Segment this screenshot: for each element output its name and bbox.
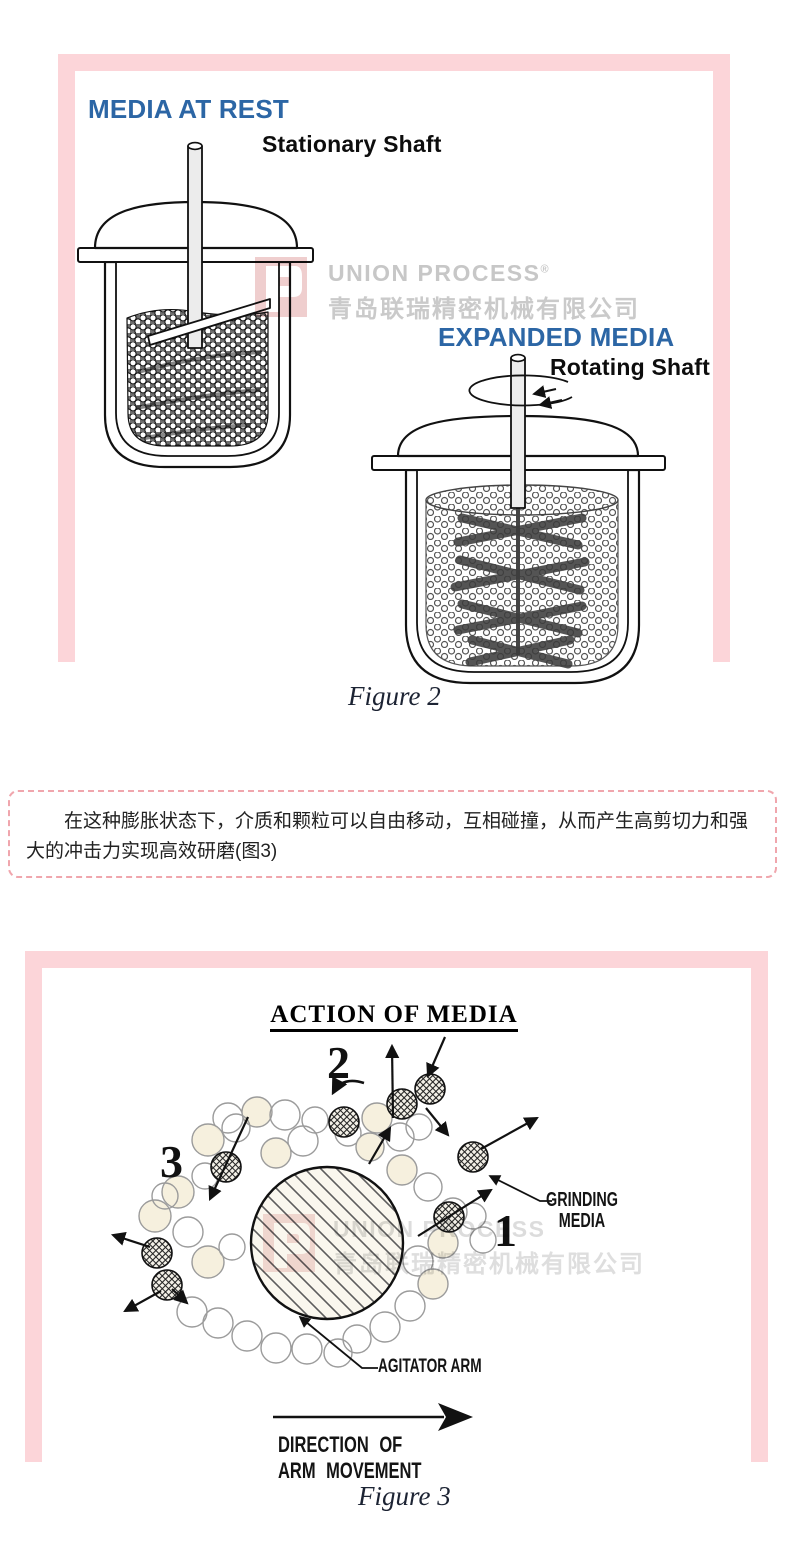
note-box: 在这种膨胀状态下，介质和颗粒可以自由移动，互相碰撞，从而产生高剪切力和强大的冲击…: [8, 790, 777, 878]
expanded-media-heading: EXPANDED MEDIA: [438, 322, 675, 352]
direction-label-line1: DIRECTION OF: [278, 1432, 403, 1457]
agitator-arm-label: AGITATOR ARM: [378, 1356, 482, 1377]
watermark-company-bottom: 青岛联瑞精密机械有限公司: [333, 1251, 645, 1278]
registered-mark: ®: [540, 263, 551, 276]
figure2-caption: Figure 2: [348, 681, 441, 711]
figure3-frame: [25, 951, 768, 1462]
figure3-title-wrap: ACTION OF MEDIA: [40, 1001, 748, 1032]
watermark-brand-text-2: UNION PROCESS: [333, 1216, 546, 1242]
grinding-media-label: GRINDING MEDIA: [546, 1190, 618, 1232]
watermark-brand-top: UNION PROCESS®: [328, 260, 550, 287]
direction-label-line2: ARM MOVEMENT: [278, 1458, 422, 1483]
media-at-rest-heading: MEDIA AT REST: [88, 94, 289, 124]
figure3-title: ACTION OF MEDIA: [270, 1001, 518, 1032]
grinding-media-label-line2: MEDIA: [558, 1210, 606, 1232]
stationary-shaft-label: Stationary Shaft: [262, 131, 442, 157]
grinding-media-label-line1: GRINDING: [546, 1189, 618, 1211]
figure2-frame: [58, 54, 730, 662]
figure3-caption: Figure 3: [358, 1481, 451, 1511]
note-text: 在这种膨胀状态下，介质和颗粒可以自由移动，互相碰撞，从而产生高剪切力和强大的冲击…: [26, 811, 749, 862]
watermark-brand-bottom: UNION PROCESS: [333, 1216, 545, 1243]
rotating-shaft-label: Rotating Shaft: [550, 354, 710, 380]
watermark-brand-text: UNION PROCESS: [328, 260, 541, 286]
watermark-company-top: 青岛联瑞精密机械有限公司: [328, 296, 640, 323]
